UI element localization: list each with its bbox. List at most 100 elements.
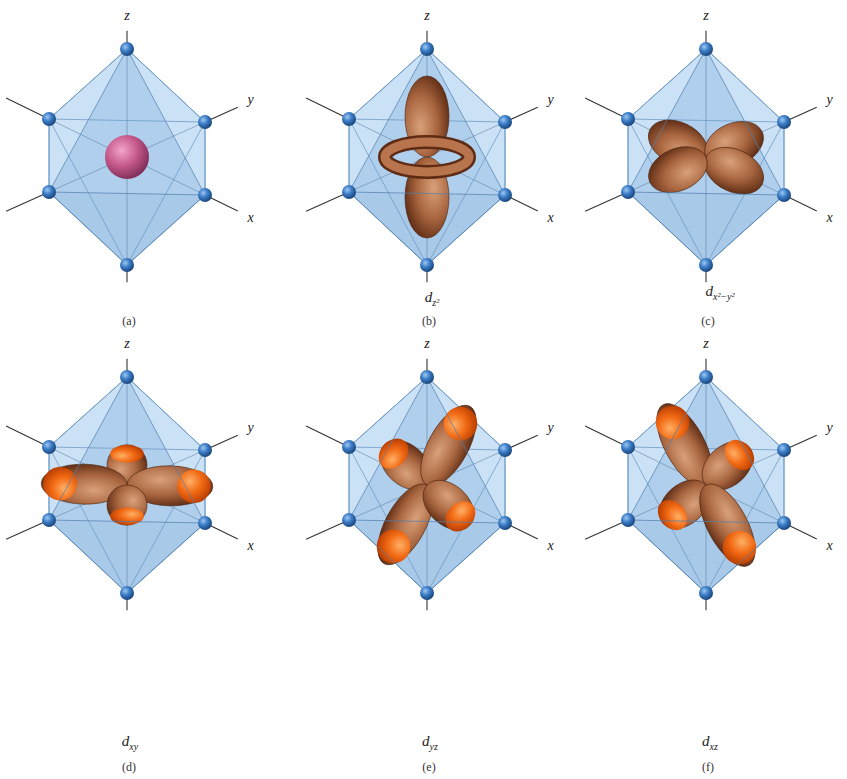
axis-label: x (248, 211, 254, 226)
octahedron-edge (628, 520, 784, 523)
lobe-cap (110, 445, 144, 463)
ligand-ball (198, 115, 212, 129)
lobe-cap (43, 467, 77, 501)
ligand-ball (498, 443, 512, 457)
octahedron-edge (49, 520, 127, 593)
octahedron-edge (706, 49, 784, 122)
ligand-ball (342, 185, 356, 199)
ligand-ball (42, 112, 56, 126)
octahedron-edge (628, 377, 706, 520)
axis-line (49, 122, 205, 192)
octahedron-face (628, 49, 784, 265)
ligand-ball (342, 513, 356, 527)
octahedron-edge (784, 122, 785, 195)
axis-line (306, 98, 349, 119)
octahedron-edge (349, 49, 427, 192)
axis-label: z (124, 8, 129, 23)
ligand-ball (120, 370, 134, 384)
octahedron-edge (349, 192, 427, 265)
ligand-ball (777, 188, 791, 202)
octahedron-edge (628, 119, 784, 122)
lobe-cap (440, 495, 482, 537)
ligand-ball (498, 115, 512, 129)
orbital-name: dxz (702, 733, 718, 752)
orbital-lobe (107, 485, 147, 525)
octahedron-edge (505, 450, 506, 523)
axis-line (6, 426, 49, 447)
panel-label: (d) (122, 761, 136, 774)
axis-line (6, 98, 49, 119)
ligand-ball (198, 443, 212, 457)
octahedron-edge (349, 520, 505, 523)
octahedron-edge (127, 377, 205, 523)
octahedron-edge (127, 195, 205, 265)
octahedron-edge (349, 119, 350, 192)
axis-label: x (827, 539, 833, 554)
ligand-ball (342, 440, 356, 454)
axis-line (306, 520, 349, 539)
octahedron-edge (49, 192, 127, 265)
ligand-ball (621, 185, 635, 199)
octahedron-edge (628, 447, 629, 520)
octahedron-edge (49, 192, 205, 195)
orbital-name: dyz (422, 733, 438, 752)
ligand-ball (777, 115, 791, 129)
panel-label: (e) (422, 761, 435, 774)
panel-label: (f) (702, 761, 714, 774)
central-ion (105, 135, 149, 179)
orbital-lobe (413, 470, 483, 539)
axis-label: x (548, 539, 554, 554)
axis-line (585, 98, 628, 119)
octahedron-edge (427, 523, 505, 593)
octahedron-edge (427, 195, 505, 265)
octahedron-face (349, 49, 505, 265)
octahedron-edge (49, 119, 205, 122)
octahedron-panel (306, 31, 538, 283)
octahedron-edge (49, 49, 127, 192)
octahedron-edge (706, 49, 784, 195)
ligand-ball (42, 513, 56, 527)
axis-line (306, 192, 349, 211)
octahedron-edge (628, 520, 706, 593)
axis-line (585, 192, 628, 211)
axis-label: y (248, 421, 254, 436)
ligand-ball (498, 188, 512, 202)
ligand-ball (699, 42, 713, 56)
ligand-ball (42, 185, 56, 199)
panel-label: (a) (122, 315, 135, 328)
ligand-ball (198, 188, 212, 202)
axis-label: x (827, 211, 833, 226)
octahedron-panel (585, 31, 817, 283)
ligand-ball (120, 586, 134, 600)
lobe-cap (652, 494, 693, 536)
orbital-name: dxy (122, 733, 138, 752)
panel-label: (b) (422, 315, 436, 328)
octahedron-edge (127, 49, 205, 195)
ligand-ball (777, 516, 791, 530)
axis-label: y (548, 421, 554, 436)
octahedron-face (49, 49, 205, 265)
axis-line (306, 426, 349, 447)
axis-line (6, 192, 49, 211)
octahedron-panel (6, 359, 238, 611)
ligand-ball (420, 258, 434, 272)
ligand-ball (621, 112, 635, 126)
octahedron-edge (784, 450, 785, 523)
octahedron-edge (349, 192, 505, 195)
ligand-ball (420, 42, 434, 56)
octahedron-edge (706, 195, 784, 265)
octahedron-edge (706, 523, 784, 593)
octahedron-edge (628, 192, 706, 265)
axis-line (585, 426, 628, 447)
orbital-lobe (409, 397, 487, 495)
octahedron-edge (706, 377, 784, 450)
orbital-torus (385, 142, 469, 172)
axis-label: z (703, 336, 708, 351)
octahedron-edge (349, 377, 427, 520)
octahedron-edge (628, 192, 784, 195)
ligand-ball (699, 258, 713, 272)
axis-label: z (424, 336, 429, 351)
octahedron-panel (306, 359, 538, 611)
axis-label: y (248, 93, 254, 108)
